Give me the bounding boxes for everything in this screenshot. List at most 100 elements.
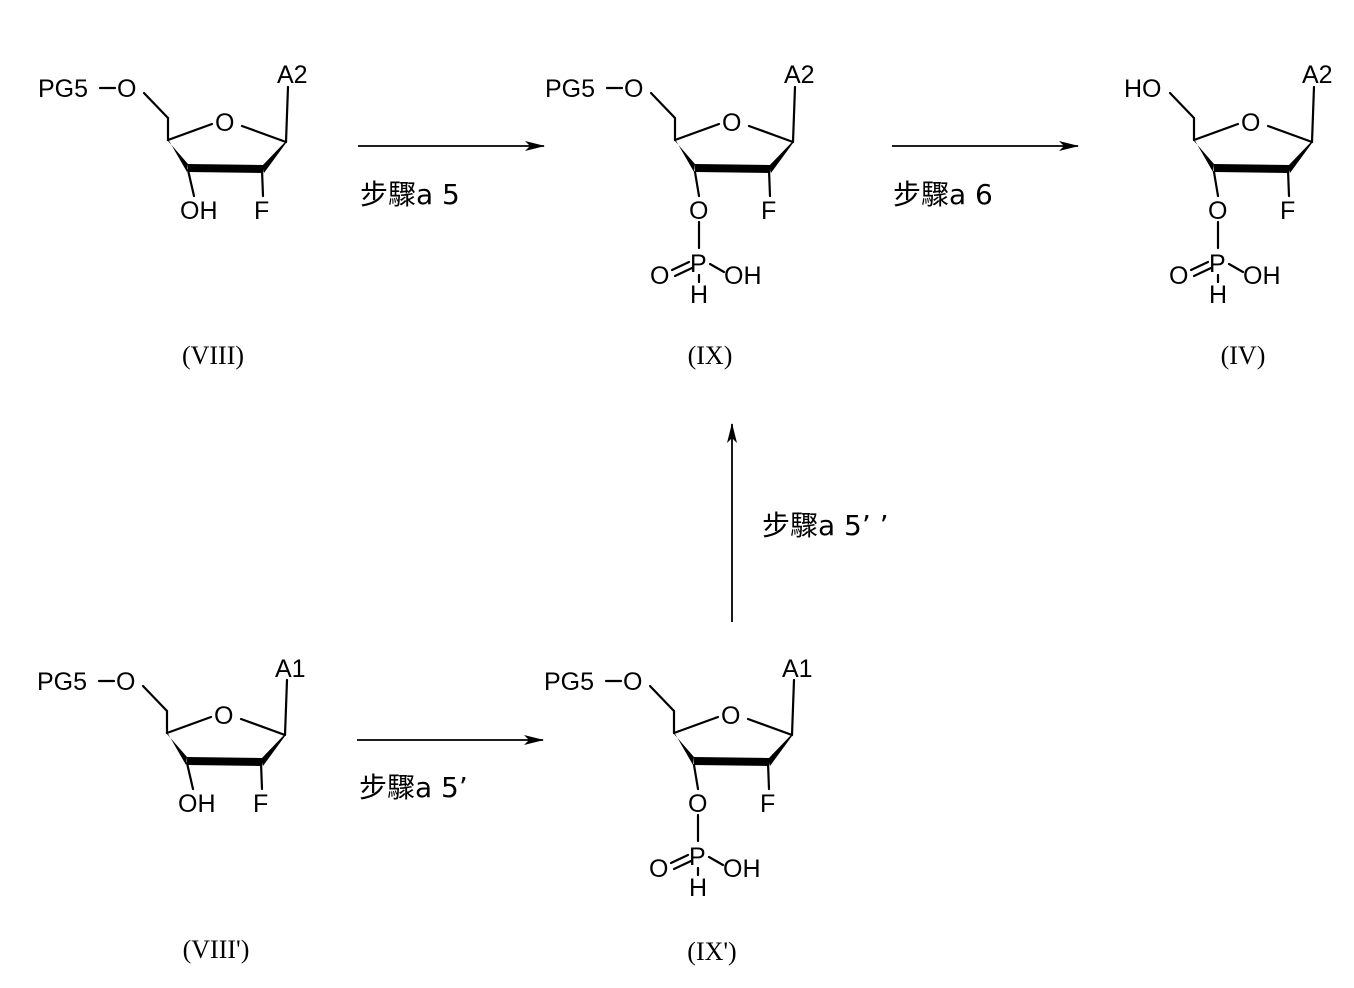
wedge-bond [675, 139, 695, 172]
bond [792, 680, 794, 735]
ring-oxygen-label: O [214, 702, 233, 730]
wedge-bond [1288, 141, 1312, 173]
bond [188, 170, 194, 196]
bold-bond [695, 168, 770, 169]
phosphorus-hydroxyl-label: OH [723, 855, 761, 883]
double-bond [671, 855, 688, 863]
wedge-bond [261, 734, 285, 766]
bond [768, 763, 769, 789]
fluorine-label: F [254, 197, 269, 225]
bold-bond [1214, 168, 1289, 169]
compound-ix-prime: PG5 O O A1 F O P O OH H (IX') [544, 655, 813, 966]
fluorine-label: F [1280, 197, 1295, 225]
bold-bond [187, 761, 262, 762]
ring-oxygen-label: O [215, 109, 234, 137]
phosphorus-hydroxyl-label: OH [724, 262, 762, 290]
ring-bond [748, 719, 792, 735]
hydroxyl-label: OH [178, 790, 216, 818]
bond [650, 686, 674, 711]
a1-label: A1 [782, 655, 813, 683]
phosphoryl-oxygen-label: O [1169, 262, 1188, 290]
phosphorus-label: P [689, 843, 706, 871]
phosphorus-hydrogen-label: H [690, 281, 708, 309]
phosphorus-label: P [1209, 250, 1226, 278]
ring-bond [674, 717, 718, 733]
phosphoryl-oxygen-label: O [649, 855, 668, 883]
ring-bond [242, 126, 286, 142]
phosphoryl-oxygen-label: O [650, 262, 669, 290]
bond [694, 765, 698, 789]
wedge-bond [769, 141, 793, 173]
phosphorus-label: P [690, 250, 707, 278]
wedge-bond [262, 141, 286, 173]
hydroxyl-label: OH [180, 197, 218, 225]
pg5-label: PG5 [544, 668, 594, 696]
phosphate-oxygen-label: O [688, 790, 707, 818]
a1-label: A1 [275, 655, 306, 683]
compound-caption-ix-prime: (IX') [687, 937, 736, 966]
bold-bond [188, 168, 263, 169]
fluorine-label: F [760, 790, 775, 818]
bond [286, 87, 288, 142]
bond [1312, 87, 1314, 142]
phosphorus-hydrogen-label: H [1209, 281, 1227, 309]
bond [1229, 264, 1243, 272]
ring-bond [168, 124, 212, 140]
bond [1214, 172, 1218, 196]
double-bond [1191, 262, 1208, 270]
bond [262, 170, 263, 196]
phosphate-oxygen-label: O [1208, 197, 1227, 225]
wedge-bond [768, 734, 792, 766]
pg5-label: PG5 [545, 75, 595, 103]
wedge-bond [674, 732, 694, 765]
ring-bond [241, 719, 285, 735]
compound-caption-ix: (IX) [688, 341, 733, 370]
a2-label: A2 [1302, 61, 1333, 89]
step-label-a6: 步驟a 6 [893, 178, 993, 211]
phosphorus-hydrogen-label: H [689, 874, 707, 902]
bond [709, 857, 723, 865]
bond [1288, 170, 1289, 196]
a2-label: A2 [277, 61, 308, 89]
compound-viii: PG5 O O A2 OH F (VIII) [38, 61, 308, 370]
compound-caption-viii: (VIII) [182, 341, 244, 370]
double-bond [672, 262, 689, 270]
linker-oxygen-label: O [624, 75, 643, 103]
linker-oxygen-label: O [623, 668, 642, 696]
bond [793, 87, 795, 142]
ring-oxygen-label: O [721, 702, 740, 730]
phosphorus-hydroxyl-label: OH [1243, 262, 1281, 290]
linker-oxygen-label: O [117, 75, 136, 103]
ring-bond [1268, 126, 1312, 142]
ring-oxygen-label: O [722, 109, 741, 137]
ring-oxygen-label: O [1241, 109, 1260, 137]
compound-caption-iv: (IV) [1221, 341, 1266, 370]
bond [285, 680, 287, 735]
a2-label: A2 [784, 61, 815, 89]
ring-bond [675, 124, 719, 140]
wedge-bond [167, 732, 187, 765]
linker-oxygen-label: O [116, 668, 135, 696]
bond [143, 686, 167, 711]
bond [1170, 93, 1194, 118]
step-label-a5-double-prime: 步驟a 5’ ’ [762, 509, 889, 542]
bond [769, 170, 770, 196]
compound-caption-viii-prime: (VIII') [183, 935, 250, 964]
wedge-bond [168, 139, 188, 172]
compound-iv: HO O A2 F O P O OH H (IV) [1124, 61, 1333, 370]
bond [187, 763, 193, 789]
wedge-bond [1194, 139, 1214, 172]
bold-bond [694, 761, 769, 762]
pg5-label: PG5 [37, 668, 87, 696]
step-label-a5: 步驟a 5 [360, 178, 460, 211]
ring-bond [1194, 124, 1238, 140]
pg5-label: PG5 [38, 75, 88, 103]
ho-label: HO [1124, 75, 1162, 103]
bond [144, 93, 168, 118]
bond [710, 264, 724, 272]
compound-viii-prime: PG5 O O A1 OH F (VIII') [37, 655, 306, 964]
phosphate-oxygen-label: O [689, 197, 708, 225]
bond [695, 172, 699, 196]
compound-ix: PG5 O O A2 F O P O OH H (IX) [545, 61, 815, 370]
